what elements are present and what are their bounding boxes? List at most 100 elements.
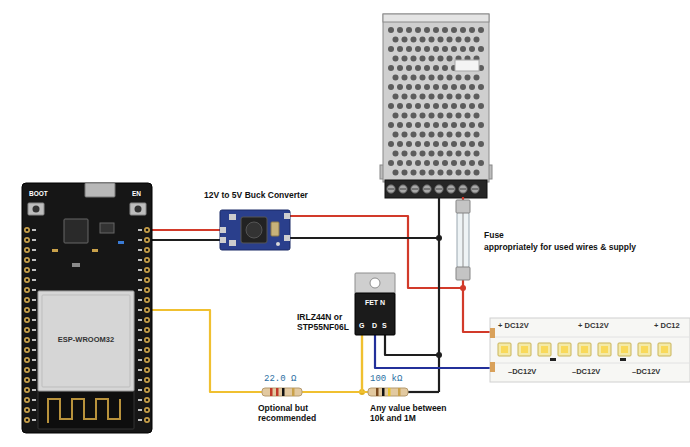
vent-hole [415,122,421,128]
vent-hole [393,132,399,138]
vent-hole [451,160,457,166]
vent-hole [393,113,399,119]
supply-label: –DC12V [632,367,660,376]
vent-hole [447,56,453,62]
part-number: IRLZ44N or STP55NF06L [297,312,352,332]
vent-hole [402,37,408,43]
wire [362,335,368,392]
vent-hole [406,122,412,128]
vent-hole [465,94,471,100]
vent-hole [460,103,466,109]
power-supply [380,14,492,198]
vent-hole [397,103,403,109]
vent-hole [406,27,412,33]
vent-hole [415,84,421,90]
terminal-screw [435,185,443,193]
vent-hole [478,27,484,33]
vent-hole [469,84,475,90]
vent-hole [406,141,412,147]
module-label: ESP-WROOM32 [38,335,134,344]
terminal-screw [387,185,395,193]
vent-hole [429,94,435,100]
vent-hole [474,170,480,176]
note: Optional but recommended [258,403,330,423]
vent-hole [465,132,471,138]
vent-hole [415,27,421,33]
wire [152,229,220,231]
led-strip: + DC12V+ DC12V+ DC12–DC12V–DC12V–DC12V [490,318,690,382]
fuse: Fuseappropriately for used wires & suppl… [456,200,470,280]
vent-hole [429,75,435,81]
vent-hole [415,160,421,166]
vent-hole [447,94,453,100]
vent-hole [406,84,412,90]
button-label: BOOT [29,190,48,198]
vent-hole [424,27,430,33]
vent-hole [465,37,471,43]
vent-hole [388,65,394,71]
vent-hole [388,141,394,147]
vent-hole [447,170,453,176]
terminal-screw [399,185,407,193]
vent-hole [469,160,475,166]
vent-hole [478,46,484,52]
vent-hole [393,75,399,81]
vent-hole [406,160,412,166]
vent-hole [451,141,457,147]
vent-hole [402,113,408,119]
vent-hole [438,94,444,100]
vent-hole [415,103,421,109]
vent-hole [456,132,462,138]
vent-hole [442,46,448,52]
vent-hole [438,56,444,62]
vent-hole [402,75,408,81]
wire [375,335,490,368]
vent-hole [393,56,399,62]
vent-hole [429,37,435,43]
resistor-symbol-shape [368,388,408,396]
vent-hole [465,113,471,119]
esp32-board-shape [22,183,152,433]
vent-hole [420,94,426,100]
vent-hole [429,56,435,62]
vent-hole [438,75,444,81]
fuse-shape [456,200,470,280]
vent-hole [442,160,448,166]
vent-hole [474,75,480,81]
vent-hole [433,160,439,166]
wire [302,335,362,392]
terminal-screw [423,185,431,193]
note: appropriately for used wires & supply [484,242,636,252]
terminal-screw [459,185,467,193]
vent-hole [474,37,480,43]
vent-hole [474,113,480,119]
vent-hole [388,160,394,166]
vent-hole [478,122,484,128]
resistor-symbol: 22.0 Ω [262,388,302,396]
vent-hole [406,46,412,52]
vent-hole [451,122,457,128]
vent-hole [451,46,457,52]
vent-hole [397,27,403,33]
vent-hole [447,75,453,81]
vent-hole [474,94,480,100]
vent-hole [402,151,408,157]
vent-hole [411,94,417,100]
vent-hole [442,27,448,33]
wire [152,239,220,241]
vent-hole [456,170,462,176]
vent-hole [460,141,466,147]
vent-hole [447,37,453,43]
vent-hole [388,46,394,52]
vent-hole [474,151,480,157]
vent-hole [429,170,435,176]
vent-hole [442,103,448,109]
vent-hole [406,65,412,71]
vent-hole [433,122,439,128]
vent-hole [460,27,466,33]
vent-hole [442,65,448,71]
supply-label: –DC12V [508,367,536,376]
vent-hole [424,141,430,147]
vent-hole [411,170,417,176]
supply-label: + DC12 [654,321,680,330]
